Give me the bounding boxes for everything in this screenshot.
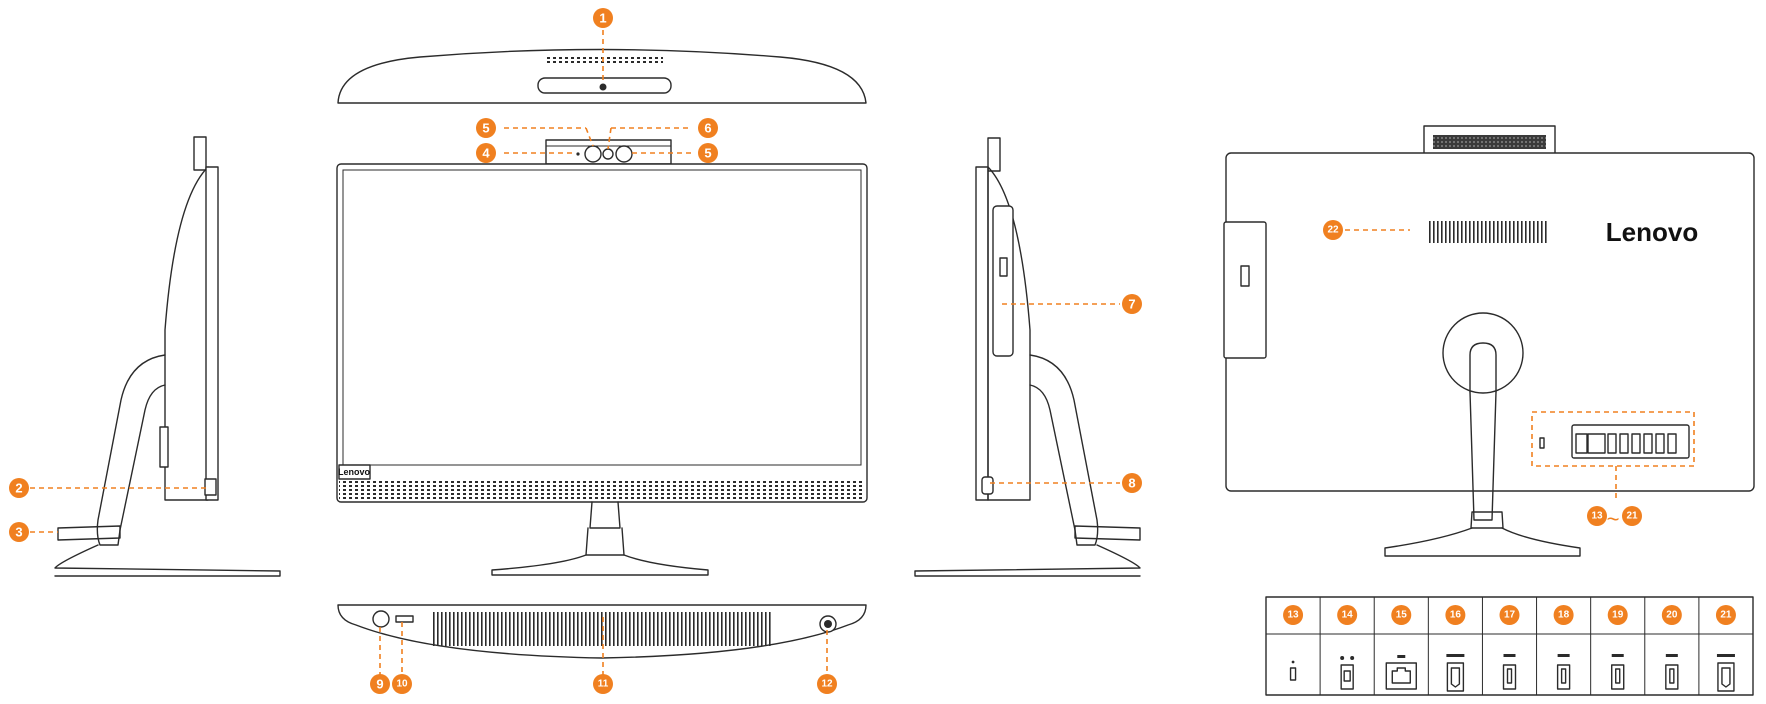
svg-text:2: 2 [15,481,22,496]
svg-text:21: 21 [1626,511,1638,522]
svg-text:17: 17 [1504,610,1516,621]
callout-2: 2 [9,478,29,498]
svg-text:10: 10 [396,679,408,690]
usb-port-icon [1611,654,1625,690]
svg-text:20: 20 [1666,610,1678,621]
callout-3: 3 [9,522,29,542]
port-number-19: 19 [1607,605,1628,625]
svg-text:15: 15 [1396,610,1408,621]
svg-text:4: 4 [482,146,490,161]
rear-view: Lenovo ~ [1223,125,1755,557]
svg-text:5: 5 [704,146,711,161]
top-speaker-grille [545,57,663,63]
callout-10: 10 [392,674,412,694]
usb3-port-icon [1665,654,1679,690]
port-number-18: 18 [1553,605,1574,625]
usb-port-left-icon [204,478,217,496]
audio-jack-icon [372,610,390,628]
security-lock-slot-icon [1289,660,1297,681]
svg-text:19: 19 [1612,610,1624,621]
callout-9: 9 [370,674,390,694]
camera-lens-icon [602,148,614,160]
callout-11: 11 [593,674,613,694]
range-separator: ~ [1607,507,1620,532]
top-view [337,30,867,104]
port-number-21: 21 [1715,605,1736,625]
svg-text:14: 14 [1342,610,1354,621]
port-number-20: 20 [1661,605,1682,625]
svg-text:11: 11 [598,679,609,690]
port-number-16: 16 [1445,605,1466,625]
microphone-icon [576,152,580,156]
svg-text:12: 12 [821,679,833,690]
callout-5-right: 5 [698,143,718,163]
bottom-view [337,604,867,683]
svg-text:8: 8 [1128,476,1135,491]
callout-7: 7 [1122,294,1142,314]
callout-5-left: 5 [476,118,496,138]
front-speaker-grille [339,480,865,499]
svg-text:6: 6 [704,121,711,136]
callout-6: 6 [698,118,718,138]
svg-text:7: 7 [1128,297,1135,312]
port-number-14: 14 [1337,605,1358,625]
front-view: Lenovo [336,127,868,576]
svg-text:13: 13 [1591,511,1603,522]
callout-8: 8 [1122,473,1142,493]
svg-text:1: 1 [599,11,606,26]
usb-port-icon [1502,654,1517,690]
top-camera-icon [599,83,607,91]
ethernet-port-icon [1385,655,1417,690]
rear-camera-mesh [1433,135,1546,149]
hdmi-in-port-icon [1716,654,1735,692]
callout-1: 1 [593,8,613,28]
port-number-13: 13 [1283,605,1304,625]
svg-text:3: 3 [15,525,22,540]
power-connector-icon [1340,656,1355,690]
rear-vent-grille [1428,221,1548,243]
svg-text:22: 22 [1327,225,1339,236]
hdmi-out-port-icon [1446,654,1465,692]
port-number-15: 15 [1391,605,1412,625]
callout-4: 4 [476,143,496,163]
callout-22: 22 [1323,220,1343,240]
svg-text:21: 21 [1720,610,1732,621]
svg-text:9: 9 [376,677,383,692]
front-lenovo-logo: Lenovo [338,467,371,477]
card-reader-slot-icon [395,615,414,623]
svg-text:5: 5 [482,121,489,136]
callout-12: 12 [817,674,837,694]
callout-13-range: 13 [1587,506,1607,526]
right-side-view [914,137,1141,577]
svg-text:13: 13 [1287,610,1299,621]
callout-21-range: 21 [1622,506,1642,526]
usb-port-icon [1556,654,1571,690]
left-side-view [30,136,281,577]
optical-drive-icon [992,205,1014,357]
port-table: 13 14 15 16 17 18 19 20 21 [1265,596,1754,696]
rear-ports-highlight [1531,411,1695,467]
rear-lenovo-logo: Lenovo [1606,217,1698,247]
svg-text:16: 16 [1450,610,1462,621]
svg-text:18: 18 [1558,610,1570,621]
port-number-17: 17 [1499,605,1520,625]
power-button-icon [981,476,994,495]
